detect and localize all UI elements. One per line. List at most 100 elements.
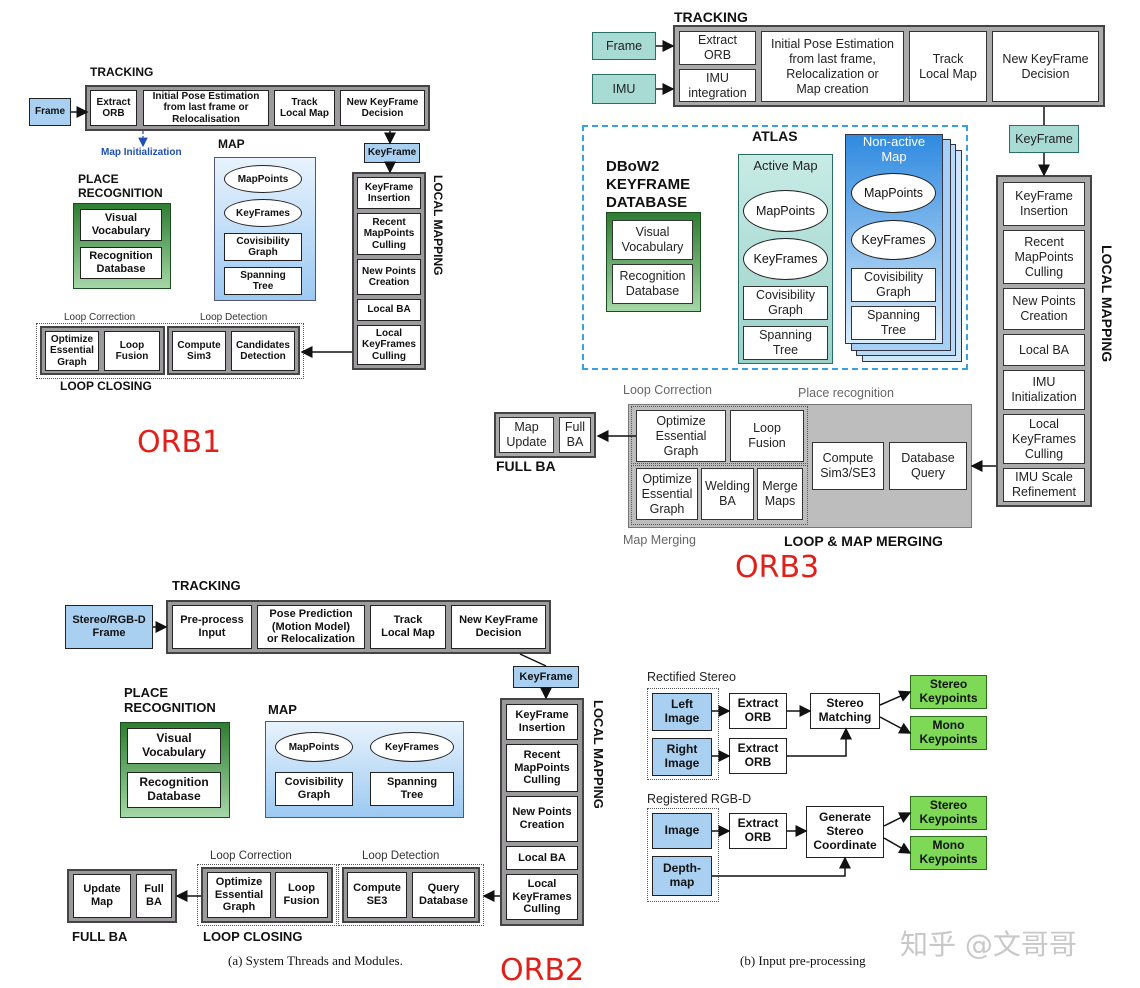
orb2-stereo-extract-r: Extract ORB — [729, 738, 787, 774]
orb2-depth-map: Depth- map — [652, 856, 712, 896]
orb1-loop-correction: Loop Correction — [64, 312, 136, 323]
orb1-vocab: Visual Vocabulary — [80, 209, 162, 241]
orb1-frame: Frame — [29, 98, 71, 126]
orb2-tracking-title: TRACKING — [172, 578, 241, 593]
orb3-covis: Covisibility Graph — [743, 286, 828, 320]
orb1-label: ORB1 — [137, 425, 222, 460]
orb3-extract: Extract ORB — [679, 31, 756, 65]
orb2-caption-a: (a) System Threads and Modules. — [228, 953, 403, 968]
orb2-rgbd-extract: Extract ORB — [729, 813, 787, 849]
orb3-merge: Merge Maps — [757, 468, 803, 520]
orb1-loop-title: LOOP CLOSING — [60, 379, 152, 393]
orb2-label: ORB2 — [500, 953, 585, 988]
orb2-stereo-extract-l: Extract ORB — [729, 693, 787, 729]
orb3-welding: Welding BA — [701, 468, 754, 520]
orb3-pose: Initial Pose Estimation from last frame,… — [761, 31, 904, 102]
orb3-newkf: New KeyFrame Decision — [992, 31, 1099, 102]
orb3-imu: IMU — [592, 74, 656, 104]
orb2-loop-detection: Loop Detection — [362, 850, 440, 862]
orb2-kfcull: Local KeyFrames Culling — [506, 874, 578, 920]
orb1-map-init: Map Initialization — [101, 147, 182, 158]
orb3-dbow: DBoW2 KEYFRAME DATABASE — [606, 158, 691, 211]
orb2-right-image: Right Image — [652, 738, 712, 776]
orb2-rgbd-image: Image — [652, 813, 712, 849]
orb2-mappoints: MapPoints — [275, 732, 353, 762]
orb3-na-mappoints: MapPoints — [851, 173, 936, 213]
orb3-mappoints: MapPoints — [743, 190, 828, 232]
orb3-na-keyframes: KeyFrames — [851, 220, 936, 260]
orb2-rgbd-mono-kp: Mono Keypoints — [910, 836, 987, 870]
orb2-optimize: Optimize Essential Graph — [207, 872, 271, 918]
orb1-local-title: LOCAL MAPPING — [430, 175, 445, 276]
orb2-se3: Compute SE3 — [347, 872, 407, 918]
orb2-pose: Pose Prediction (Motion Model) or Reloca… — [257, 605, 365, 649]
orb1-candidates: Candidates Detection — [231, 331, 295, 371]
orb2-map-title: MAP — [268, 702, 297, 717]
orb3-kfcull: Local KeyFrames Culling — [1003, 414, 1085, 464]
orb2-full-ba: Full BA — [136, 874, 172, 918]
orb2-fusion: Loop Fusion — [275, 872, 328, 918]
orb3-place-recog: Place recognition — [798, 386, 894, 400]
orb3-keyframes: KeyFrames — [743, 238, 828, 280]
orb3-tracking-title: TRACKING — [674, 9, 748, 25]
orb3-track: Track Local Map — [909, 31, 987, 102]
orb3-query: Database Query — [889, 442, 967, 490]
orb3-full-ba: Full BA — [559, 417, 591, 453]
orb3-loop-title: LOOP & MAP MERGING — [784, 533, 943, 549]
orb2-mono-kp: Mono Keypoints — [910, 716, 987, 750]
orb2-covis: Covisibility Graph — [275, 772, 353, 806]
orb2-newkf: New KeyFrame Decision — [451, 605, 546, 649]
orb3-imuinit: IMU Initialization — [1003, 370, 1085, 410]
orb3-recog: Recognition Database — [612, 264, 693, 304]
orb1-spanning: Spanning Tree — [224, 267, 302, 295]
orb2-preprocess: Pre-process Input — [172, 605, 252, 649]
orb2-update-map: Update Map — [73, 874, 131, 918]
orb2-rgbd-stereo-kp: Stereo Keypoints — [910, 796, 987, 830]
orb1-localba: Local BA — [357, 299, 421, 321]
orb1-track: Track Local Map — [274, 90, 335, 126]
orb3-sim3: Compute Sim3/SE3 — [812, 442, 884, 490]
orb1-sim3: Compute Sim3 — [172, 331, 226, 371]
orb2-kf-insert: KeyFrame Insertion — [506, 704, 578, 740]
orb3-recent: Recent MapPoints Culling — [1003, 230, 1085, 284]
orb3-keyframe: KeyFrame — [1009, 125, 1079, 153]
orb2-loop-title: LOOP CLOSING — [203, 929, 303, 944]
orb1-kf-insert: KeyFrame Insertion — [357, 177, 421, 209]
orb3-spanning: Spanning Tree — [743, 326, 828, 360]
orb2-local-title: LOCAL MAPPING — [590, 700, 606, 809]
orb1-recog: Recognition Database — [80, 247, 162, 279]
orb3-newpts: New Points Creation — [1003, 288, 1085, 330]
orb2-spanning: Spanning Tree — [370, 772, 454, 806]
orb2-fullba-title: FULL BA — [72, 929, 128, 944]
orb3-vocab: Visual Vocabulary — [612, 220, 693, 260]
orb2-caption-b: (b) Input pre-processing — [740, 953, 866, 968]
orb1-optimize: Optimize Essential Graph — [45, 331, 99, 371]
orb1-fusion: Loop Fusion — [104, 331, 160, 371]
orb3-optimize: Optimize Essential Graph — [636, 410, 726, 462]
orb1-place-title: PLACE RECOGNITION — [78, 172, 163, 200]
orb2-query: Query Database — [412, 872, 475, 918]
watermark: 知乎 @文哥哥 — [900, 928, 1077, 961]
orb2-track: Track Local Map — [370, 605, 446, 649]
orb2-place-title: PLACE RECOGNITION — [124, 685, 216, 715]
orb3-map-update: Map Update — [499, 417, 554, 453]
orb1-kfcull: Local KeyFrames Culling — [357, 325, 421, 365]
orb2-newpts: New Points Creation — [506, 796, 578, 842]
orb3-na-spanning: Spanning Tree — [851, 306, 936, 340]
orb3-frame: Frame — [592, 32, 656, 60]
orb2-recent: Recent MapPoints Culling — [506, 744, 578, 792]
orb3-fullba-title: FULL BA — [496, 458, 556, 474]
orb2-recog: Recognition Database — [127, 772, 221, 808]
orb1-keyframes: KeyFrames — [224, 199, 302, 227]
orb3-localba: Local BA — [1003, 334, 1085, 366]
orb2-keyframes: KeyFrames — [370, 732, 454, 762]
orb3-active-map: Active Map — [753, 158, 818, 173]
orb3-atlas-title: ATLAS — [752, 128, 798, 144]
orb1-newpts: New Points Creation — [357, 259, 421, 295]
orb3-imuscale: IMU Scale Refinement — [1003, 468, 1085, 502]
orb2-left-image: Left Image — [652, 693, 712, 731]
orb3-fusion: Loop Fusion — [730, 410, 804, 462]
orb2-stereo-kp: Stereo Keypoints — [910, 675, 987, 709]
orb3-loop-correction: Loop Correction — [623, 383, 712, 397]
